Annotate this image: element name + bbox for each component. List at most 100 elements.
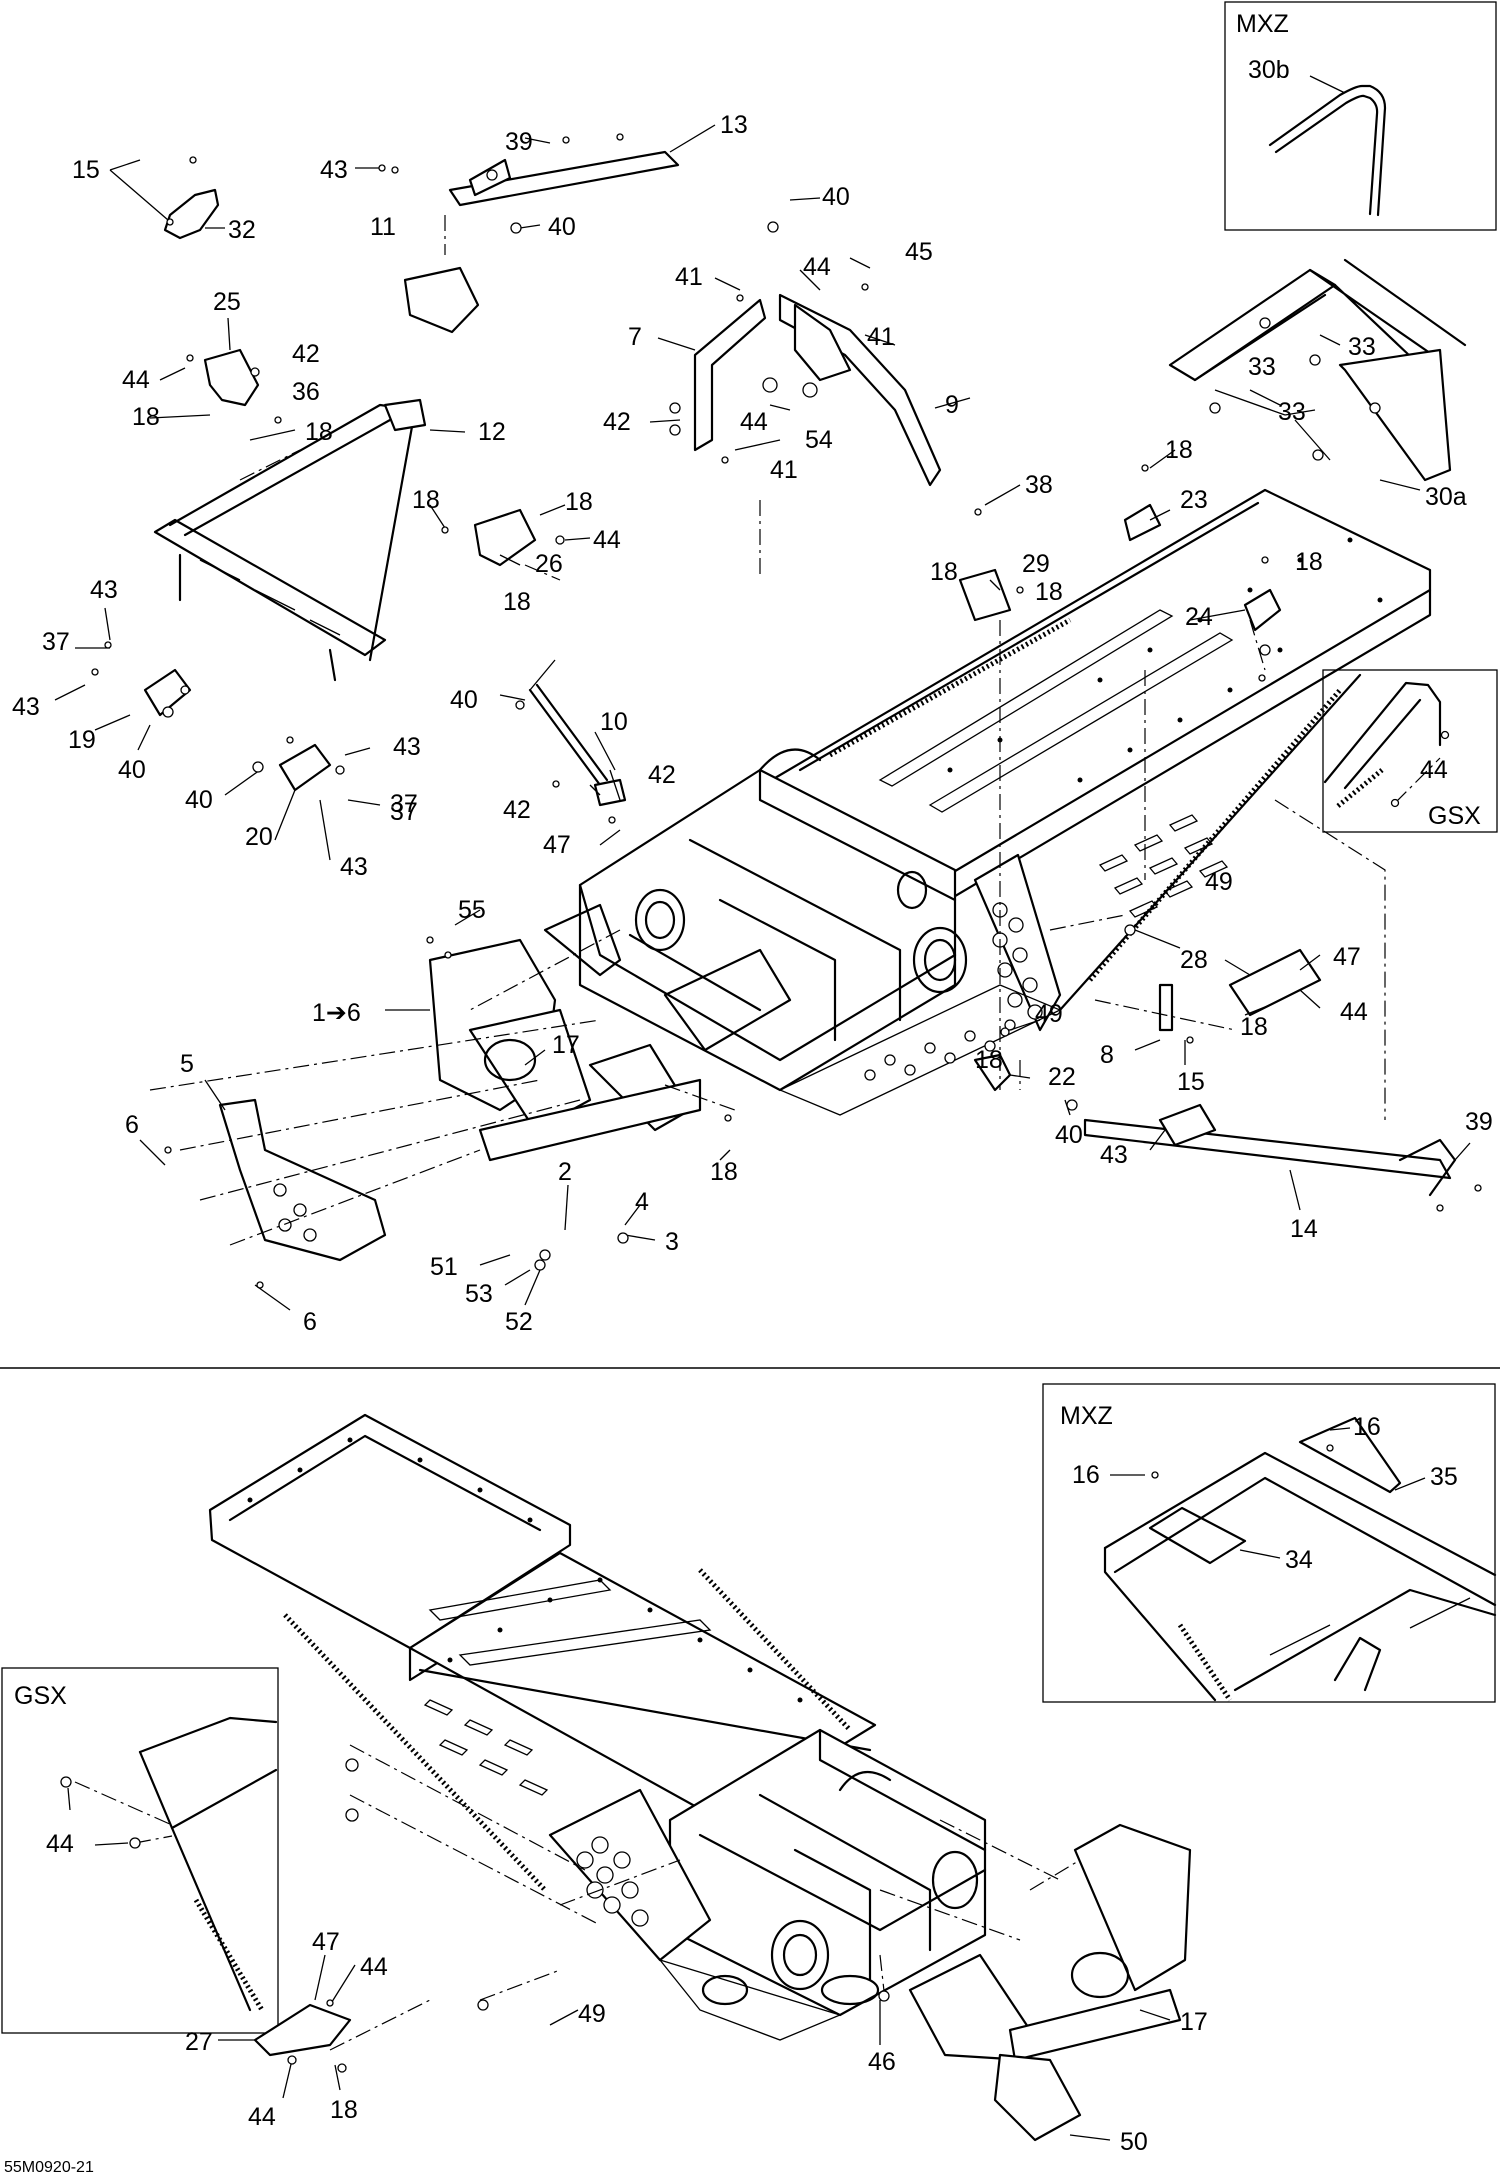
callout: 43	[12, 693, 40, 721]
part-23-bracket	[1123, 503, 1162, 542]
callout: 41	[867, 323, 895, 351]
callout: 18	[132, 403, 160, 431]
callout: 35	[1430, 1463, 1458, 1491]
callout: 43	[320, 156, 348, 184]
callout: 18	[930, 558, 958, 586]
callout: 33	[1248, 353, 1276, 381]
callout: 43	[90, 576, 118, 604]
inset-gsx-top: GSX	[1322, 669, 1498, 833]
callout: 42	[648, 761, 676, 789]
frame-tunnel-top	[543, 488, 1432, 1116]
callout: 40	[450, 686, 478, 714]
part-50-skid	[993, 2053, 1082, 2142]
callout: 15	[1177, 1068, 1205, 1096]
callout: 49	[1205, 868, 1233, 896]
footrest-slots	[1098, 814, 1229, 918]
callout: 40	[822, 183, 850, 211]
callout: 22	[1048, 1063, 1076, 1091]
inset-gsx-bottom: GSX	[1, 1667, 279, 2034]
callout: 50	[1120, 2128, 1148, 2156]
part-19-bracket	[143, 668, 192, 717]
part-26-bracket	[473, 508, 537, 567]
callout: 54	[805, 426, 833, 454]
fasteners	[91, 133, 1482, 2073]
callout: 30a	[1425, 483, 1467, 511]
callout: 44	[740, 408, 768, 436]
callout: 46	[868, 2048, 896, 2076]
inset-mxz-bottom-title: MXZ	[1060, 1402, 1113, 1430]
callout: 52	[505, 1308, 533, 1336]
callout: 17	[1180, 2008, 1208, 2036]
callout: 3	[665, 1228, 679, 1256]
callout-labels-top: 15 32 43 39 13 40 11 40 45 44 41 7 41 42…	[12, 56, 1493, 1336]
callout: 12	[478, 418, 506, 446]
callout: 2	[558, 1158, 572, 1186]
callout: 40	[118, 756, 146, 784]
callout: 26	[535, 550, 563, 578]
callout: 24	[1185, 603, 1213, 631]
callout: 39	[505, 128, 533, 156]
callout: 44	[1420, 756, 1448, 784]
part-5-side-plate	[218, 1098, 387, 1262]
callout: 40	[1055, 1121, 1083, 1149]
callout: 34	[1285, 1546, 1313, 1574]
part-28-footrest	[1228, 948, 1322, 1017]
callout: 18	[565, 488, 593, 516]
callout: 6	[125, 1111, 139, 1139]
part-1-6-front-support	[218, 938, 702, 1262]
drawing-code: 55M0920-21	[4, 2159, 94, 2176]
callout: 44	[122, 366, 150, 394]
callout: 43	[1100, 1141, 1128, 1169]
part-24-bracket	[1243, 588, 1282, 632]
callout: 45	[905, 238, 933, 266]
callout: 41	[675, 263, 703, 291]
part-5-holes	[273, 1183, 317, 1242]
callout: 47	[543, 831, 571, 859]
inset-mxz-bottom: MXZ	[1042, 1383, 1497, 1703]
callout: 43	[393, 733, 421, 761]
callout: 18	[305, 418, 333, 446]
callout: 28	[1180, 946, 1208, 974]
callout: 40	[548, 213, 576, 241]
callout: 42	[292, 340, 320, 368]
callout: 20	[245, 823, 273, 851]
callout: 30b	[1248, 56, 1290, 84]
part-13-bar	[448, 124, 716, 207]
callout: 47	[1333, 943, 1361, 971]
callout: 27	[185, 2028, 213, 2056]
callout: 53	[465, 1280, 493, 1308]
callout-leaders	[54, 137, 1471, 2141]
callout: 55	[458, 896, 486, 924]
callout: 4	[635, 1188, 649, 1216]
callout: 18	[1165, 436, 1193, 464]
panel-holes-bottom	[576, 1836, 649, 1927]
callout: 16	[1072, 1461, 1100, 1489]
callout: 18	[1035, 578, 1063, 606]
callout: 6	[303, 1308, 317, 1336]
callout: 42	[503, 796, 531, 824]
callout: 39	[1465, 1108, 1493, 1136]
callout: 44	[360, 1953, 388, 1981]
inset-mxz-top: MXZ	[1224, 1, 1497, 231]
part-8-bracket	[1158, 983, 1174, 1032]
part-27-footrest	[253, 2003, 352, 2057]
callout: 11	[370, 213, 396, 241]
part-7-9-pedals	[693, 293, 942, 487]
callout: 37	[42, 628, 70, 656]
callout: 13	[720, 111, 748, 139]
callout: 16	[1353, 1413, 1381, 1441]
callout: 33	[1348, 333, 1376, 361]
callout: 47	[312, 1928, 340, 1956]
part-11-bracket	[403, 266, 480, 334]
callout: 18	[330, 2096, 358, 2124]
callout: 43	[340, 853, 368, 881]
inset-mxz-top-title: MXZ	[1236, 10, 1289, 38]
callout: 18	[710, 1158, 738, 1186]
callout: 36	[292, 378, 320, 406]
callout: 18	[503, 588, 531, 616]
callout: 5	[180, 1050, 194, 1078]
callout: 38	[1025, 471, 1053, 499]
inset-gsx-bottom-title: GSX	[14, 1682, 67, 1710]
frame-rivets-bottom	[247, 1437, 803, 1703]
callout: 37	[390, 790, 418, 818]
